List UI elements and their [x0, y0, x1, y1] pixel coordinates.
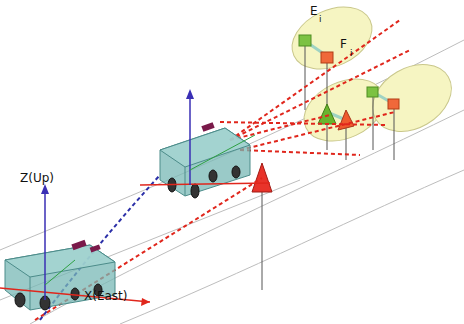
landmark-subscript: i [350, 49, 353, 58]
axis-label: Z(Up) [20, 172, 54, 184]
landmark-label: E [310, 5, 318, 17]
landmark-subscript: i [319, 15, 322, 24]
axis-label: X(East) [84, 290, 127, 302]
landmark-label: F [340, 38, 347, 50]
